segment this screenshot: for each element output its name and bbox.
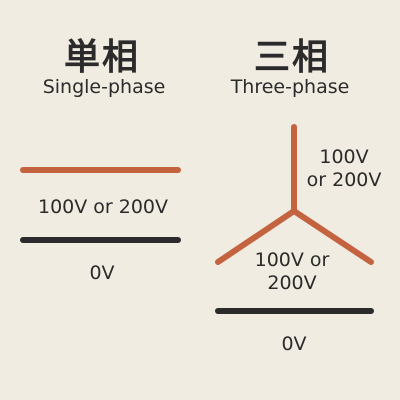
single-phase-title-en: Single-phase (42, 76, 166, 98)
three-phase-upper-voltage-line2: or 200V (306, 169, 382, 191)
three-phase-lower-voltage-line2: 200V (267, 272, 317, 294)
three-phase-upper-voltage-line1: 100V (319, 146, 369, 168)
single-phase-voltage-label: 100V or 200V (37, 196, 169, 218)
three-phase-ground-label: 0V (281, 333, 307, 355)
single-phase-neutral-wire (20, 237, 181, 243)
three-phase-wire-left (215, 208, 297, 265)
three-phase-wire-right (291, 208, 374, 265)
three-phase-lower-voltage-line1: 100V or (254, 249, 330, 271)
three-phase-title-ja: 三相 (253, 37, 331, 78)
single-phase-title-ja: 単相 (63, 37, 141, 78)
single-phase-live-wire (20, 167, 181, 173)
three-phase-title-en: Three-phase (230, 76, 350, 98)
single-phase-ground-label: 0V (89, 262, 115, 284)
